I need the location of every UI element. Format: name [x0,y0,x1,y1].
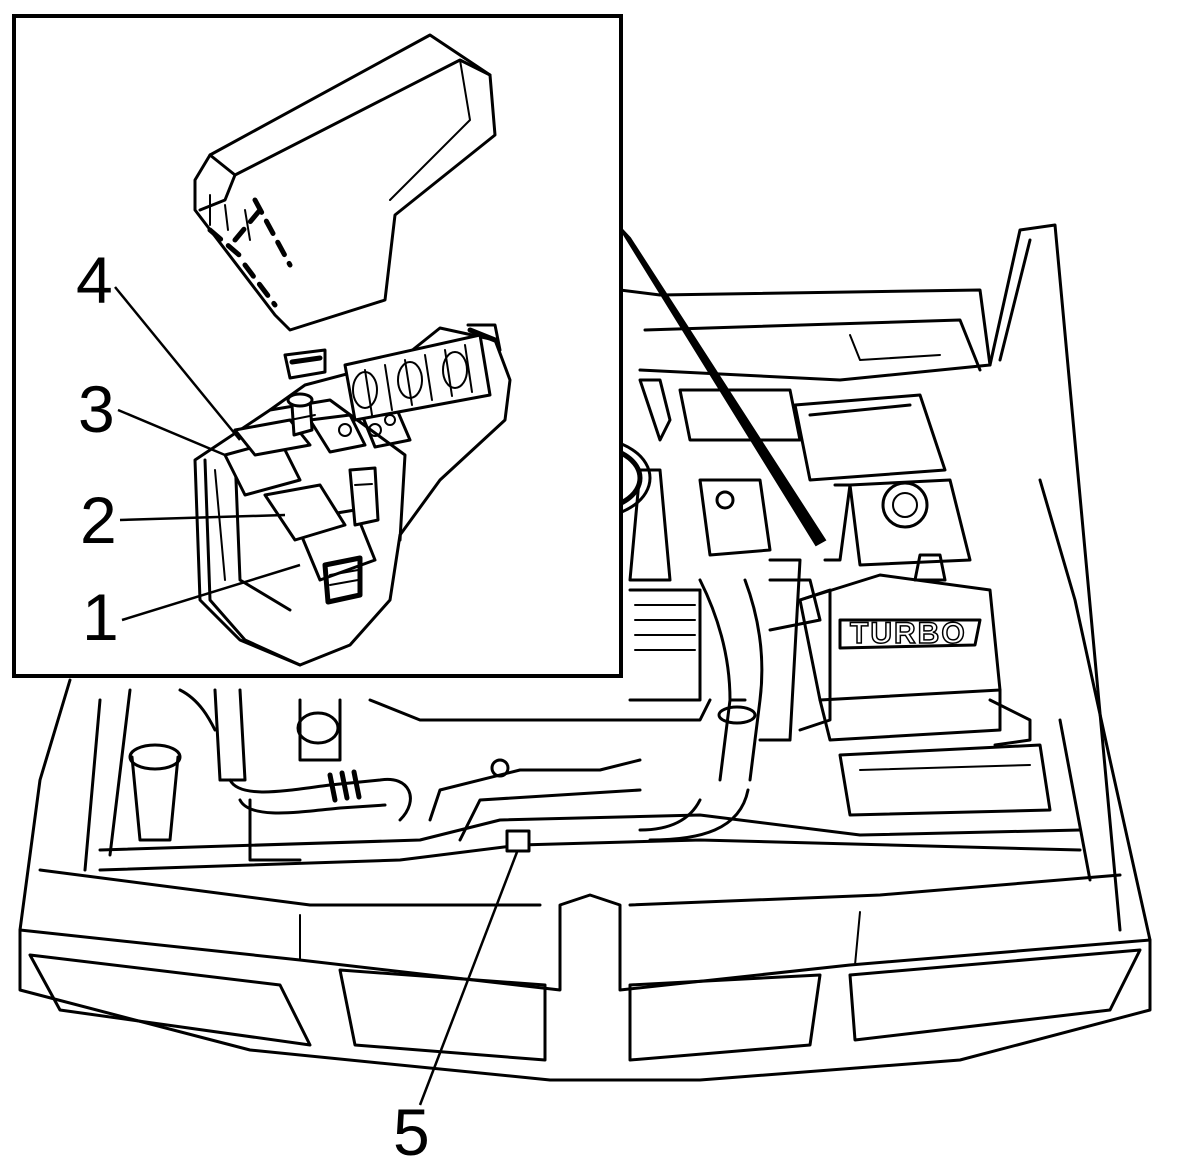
open-hood [618,223,1122,932]
leader-2 [119,513,286,522]
callout-leaders [114,286,301,622]
callout-5: 5 [393,1095,430,1168]
radiator-support [98,813,1082,872]
relay-4 [233,418,312,457]
leader-4 [114,286,241,441]
inset-pointer-wedge [617,224,827,547]
engine-intake [628,378,832,842]
engine-cover: TURBO [798,573,1002,742]
callout-2: 2 [80,483,117,557]
fuse-box-body [193,323,512,667]
battery [793,393,1052,817]
car-engine-bay-illustration: TURBO [18,223,1152,1082]
fuse-box-5-marker [505,829,531,853]
callout-1: 1 [82,580,119,654]
relay-2 [263,483,347,542]
left-engine-components [128,688,712,862]
leader-1 [121,563,301,622]
engine-cover-badge-text: TURBO [850,617,967,650]
callout-4: 4 [76,243,113,317]
fuse-box-inset: 4 3 2 1 [12,14,623,678]
car-body-outline [18,478,1152,1082]
front-bumper [28,911,1142,1062]
leader-5 [418,851,519,1106]
callout-3: 3 [78,372,115,446]
fuse-box-lid [193,33,497,332]
leader-3 [117,408,226,457]
